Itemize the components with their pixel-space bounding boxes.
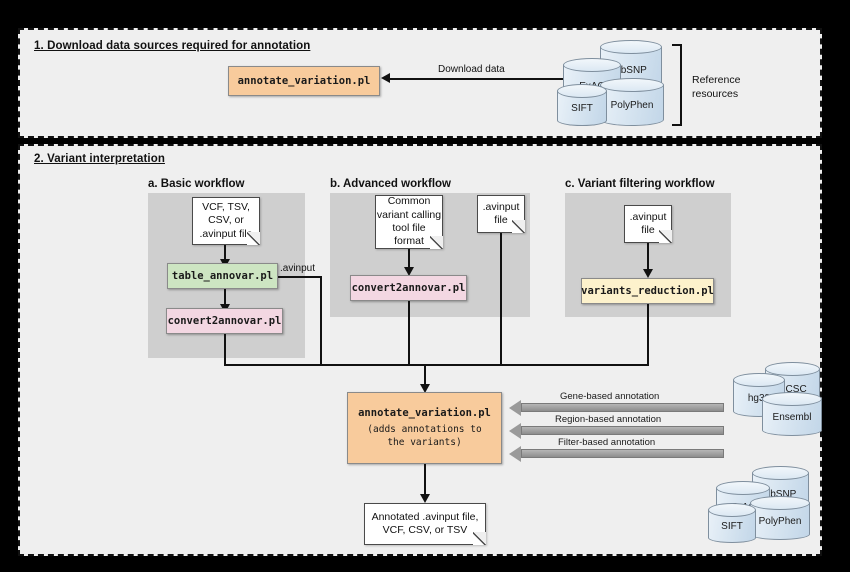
connector-filtering-1 xyxy=(647,243,649,271)
input-note-text: VCF, TSV, CSV, or .avinput file xyxy=(199,200,253,240)
connector-advanced-2 xyxy=(408,301,410,366)
connector-basic-2 xyxy=(224,289,226,306)
cylinder-top xyxy=(600,40,662,54)
database-label: dbSNP xyxy=(764,488,797,500)
process-annotate-variation-download[interactable]: annotate_variation.pl xyxy=(228,66,380,96)
annotation-arrow-filter xyxy=(521,449,724,458)
input-note-advanced-avinput: .avinput file xyxy=(477,195,525,233)
annotation-arrowhead-filter xyxy=(509,445,521,462)
input-note-advanced: Common variant calling tool file format xyxy=(375,195,443,249)
process-label: convert2annovar.pl xyxy=(351,281,466,294)
process-variants-reduction[interactable]: variants_reduction.pl xyxy=(581,278,714,304)
reference-resources-label: Reference resources xyxy=(692,74,740,101)
connector-advanced-3 xyxy=(500,233,502,366)
database-cylinder-sift: SIFT xyxy=(557,84,607,126)
note-fold-icon xyxy=(512,220,525,233)
process-label: convert2annovar.pl xyxy=(167,314,282,327)
process-label: variants_reduction.pl xyxy=(581,284,714,297)
database-label: hg38 xyxy=(747,392,771,404)
connector-advanced-1 xyxy=(408,249,410,269)
database-cylinder-polyphen-2: PolyPhen xyxy=(750,496,810,540)
arrowhead-filtering-1 xyxy=(642,269,653,278)
database-label: PolyPhen xyxy=(610,99,654,111)
output-note: Annotated .avinput file, VCF, CSV, or TS… xyxy=(364,503,486,545)
database-label: dbSNP xyxy=(615,65,647,77)
cylinder-top xyxy=(600,78,664,92)
cylinder-top xyxy=(716,481,770,495)
input-note-text: .avinput file xyxy=(482,200,520,226)
branch-label-avinput: .avinput xyxy=(280,263,316,274)
input-note-filtering: .avinput file xyxy=(624,205,672,243)
database-cylinder-sift-2: SIFT xyxy=(708,503,756,543)
workflow-title-filtering: c. Variant filtering workflow xyxy=(565,178,715,190)
section-1-title: 1. Download data sources required for an… xyxy=(34,40,311,52)
cylinder-top xyxy=(563,58,621,72)
cylinder-top xyxy=(752,466,809,480)
connector-basic-3 xyxy=(224,334,226,366)
database-label: SIFT xyxy=(721,521,743,532)
reference-resources-line2: resources xyxy=(692,87,739,100)
database-label: Ensembl xyxy=(772,411,812,423)
cylinder-top xyxy=(762,392,822,406)
note-fold-icon xyxy=(430,236,443,249)
reference-resources-bracket xyxy=(672,44,682,126)
arrowhead-advanced-1 xyxy=(403,267,414,276)
workflow-title-advanced: b. Advanced workflow xyxy=(330,178,451,190)
database-label: PolyPhen xyxy=(758,515,802,527)
arrowhead-central-in xyxy=(419,384,430,393)
output-note-text: Annotated .avinput file, VCF, CSV, or TS… xyxy=(371,510,479,536)
process-label: annotate_variation.pl xyxy=(237,74,371,87)
database-label: UCSC xyxy=(778,383,807,395)
input-note-basic: VCF, TSV, CSV, or .avinput file xyxy=(192,197,260,245)
process-label: annotate_variation.pl xyxy=(358,407,491,420)
process-table-annovar[interactable]: table_annovar.pl xyxy=(167,263,278,289)
cylinder-top xyxy=(708,503,756,517)
connector-avinput-h xyxy=(278,276,322,278)
connector-basic-1 xyxy=(224,245,226,261)
process-convert2annovar-advanced[interactable]: convert2annovar.pl xyxy=(350,275,467,301)
database-label: SIFT xyxy=(571,102,593,114)
process-convert2annovar-basic[interactable]: convert2annovar.pl xyxy=(166,308,283,334)
cylinder-top xyxy=(765,362,820,376)
process-annotate-variation-central[interactable]: annotate_variation.pl (adds annotations … xyxy=(347,392,502,464)
annotation-arrow-region xyxy=(521,426,724,435)
annotation-label-region: Region-based annotation xyxy=(555,414,662,425)
database-cylinder-ensembl: Ensembl xyxy=(762,392,822,436)
section-download-panel xyxy=(18,28,822,138)
section-2-title: 2. Variant interpretation xyxy=(34,153,165,165)
cylinder-top xyxy=(750,496,810,510)
download-data-arrowhead xyxy=(381,73,390,83)
arrowhead-output xyxy=(419,494,430,503)
database-cylinder-polyphen: PolyPhen xyxy=(600,78,664,126)
download-data-connector xyxy=(390,78,565,80)
input-note-text: Common variant calling tool file format xyxy=(376,195,442,248)
cylinder-top xyxy=(557,84,607,98)
merge-bus-line xyxy=(224,364,649,366)
connector-filtering-2 xyxy=(647,304,649,366)
annotation-label-filter: Filter-based annotation xyxy=(558,437,656,448)
cylinder-top xyxy=(733,373,785,387)
connector-bus-to-central xyxy=(424,364,426,386)
reference-resources-line1: Reference xyxy=(692,74,741,86)
note-fold-icon xyxy=(659,230,672,243)
note-fold-icon xyxy=(247,232,260,245)
process-label: table_annovar.pl xyxy=(171,269,274,282)
annotation-label-gene: Gene-based annotation xyxy=(560,391,660,402)
annotation-arrowhead-region xyxy=(509,422,521,439)
annotation-arrowhead-gene xyxy=(509,399,521,416)
process-sublabel: (adds annotations to the variants) xyxy=(367,424,482,449)
connector-avinput-v xyxy=(320,276,322,366)
input-note-text: .avinput file xyxy=(629,210,667,236)
annotation-arrow-gene xyxy=(521,403,724,412)
note-fold-icon xyxy=(473,532,486,545)
workflow-title-basic: a. Basic workflow xyxy=(148,178,245,190)
download-data-label: Download data xyxy=(438,64,505,75)
connector-central-to-output xyxy=(424,464,426,496)
